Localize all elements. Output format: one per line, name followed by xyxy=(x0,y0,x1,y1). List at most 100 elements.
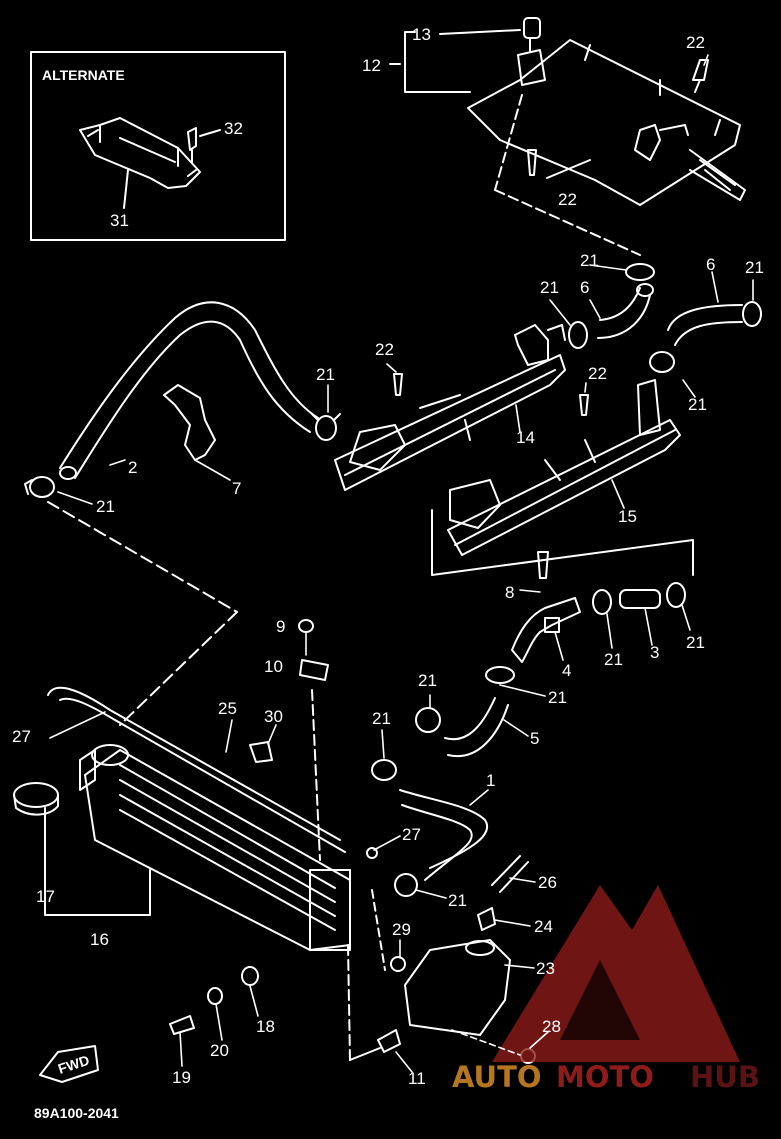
bolt-22-cover xyxy=(527,149,537,176)
callout-6-a: 6 xyxy=(580,278,589,297)
callout-21-g: 21 xyxy=(604,650,623,669)
cap-29-drawing xyxy=(390,956,406,972)
watermark-part-2: MOTO xyxy=(556,1060,654,1094)
hose-26-drawing xyxy=(491,855,529,893)
callout-13: 13 xyxy=(412,25,431,44)
hose-1-drawing xyxy=(399,789,488,881)
callout-17: 17 xyxy=(36,887,55,906)
callout-22-pipe14: 22 xyxy=(375,340,394,359)
washer-10-drawing xyxy=(299,659,329,681)
fwd-arrow: FWD xyxy=(39,1045,99,1083)
callout-7: 7 xyxy=(232,479,241,498)
reservoir-23-drawing xyxy=(404,939,511,1036)
callout-28: 28 xyxy=(542,1017,561,1036)
alternate-inset: ALTERNATE xyxy=(30,51,286,241)
callout-21-i: 21 xyxy=(418,671,437,690)
callout-2: 2 xyxy=(128,458,137,477)
callout-15: 15 xyxy=(618,507,637,526)
hose-6-b xyxy=(667,304,743,346)
callout-14: 14 xyxy=(516,428,535,447)
callout-20: 20 xyxy=(210,1041,229,1060)
callout-18: 18 xyxy=(256,1017,275,1036)
leader-lines xyxy=(49,54,754,1073)
callout-30: 30 xyxy=(264,707,283,726)
callout-31: 31 xyxy=(110,211,129,230)
callout-bracket-15 xyxy=(431,509,694,576)
joint-4-drawing xyxy=(511,597,581,663)
watermark-text: AUTO MOTO HUB xyxy=(452,1060,760,1094)
watermark-part-1: AUTO xyxy=(452,1060,542,1094)
callout-21-b: 21 xyxy=(540,278,559,297)
damper-18-drawing xyxy=(241,966,259,986)
watermark-part-3: HUB xyxy=(690,1060,760,1094)
callout-21-f: 21 xyxy=(96,497,115,516)
callout-21-a: 21 xyxy=(580,251,599,270)
bolt-11-drawing xyxy=(377,1029,401,1053)
clamp-21-left xyxy=(24,476,55,498)
callout-25: 25 xyxy=(218,699,237,718)
radiator-16-drawing xyxy=(79,744,351,951)
pipe-15-drawing xyxy=(447,379,681,556)
clamp-21-pipe14 xyxy=(311,413,341,441)
callout-12: 12 xyxy=(362,56,381,75)
callout-27-b: 27 xyxy=(402,825,421,844)
clamp-21-3 xyxy=(666,582,686,608)
callout-22-top: 22 xyxy=(686,33,705,52)
drawing-code: 89A100-2041 xyxy=(34,1105,119,1121)
grommet-30-drawing xyxy=(249,741,273,763)
clamp-21-6b xyxy=(625,263,655,281)
pipe-14-drawing xyxy=(334,324,566,491)
clamp-21-6c xyxy=(742,301,762,327)
callout-1: 1 xyxy=(486,771,495,790)
callout-9: 9 xyxy=(276,617,285,636)
callout-8: 8 xyxy=(505,583,514,602)
cap-17-drawing xyxy=(13,782,59,816)
clamp-21-6a xyxy=(568,321,588,349)
callout-21-e: 21 xyxy=(316,365,335,384)
bolt-8-drawing xyxy=(537,551,549,579)
bolt-22-top xyxy=(692,59,709,93)
clamp-21-6d xyxy=(649,351,675,373)
clamp-21-5b xyxy=(415,707,441,733)
callout-21-j: 21 xyxy=(548,688,567,707)
bolt-22-pipe14 xyxy=(393,373,403,396)
callout-32: 32 xyxy=(224,119,243,138)
bolt-19-drawing xyxy=(169,1015,195,1035)
callout-11: 11 xyxy=(408,1069,426,1088)
callout-27-a: 27 xyxy=(12,727,31,746)
callout-bracket-16 xyxy=(44,807,151,916)
inset-title: ALTERNATE xyxy=(42,67,125,83)
callout-21-h: 21 xyxy=(686,633,705,652)
hose-2-drawing xyxy=(59,301,319,480)
callout-16: 16 xyxy=(90,930,109,949)
clip-27b-drawing xyxy=(366,847,378,859)
callout-22-cover: 22 xyxy=(558,190,577,209)
callout-23: 23 xyxy=(536,959,555,978)
bolt-22-pipe15 xyxy=(579,394,589,416)
callout-22-pipe15: 22 xyxy=(588,364,607,383)
callout-3: 3 xyxy=(650,643,659,662)
collar-20-drawing xyxy=(207,987,223,1005)
callout-19: 19 xyxy=(172,1068,191,1087)
callout-24: 24 xyxy=(534,917,553,936)
bracket-31-drawing xyxy=(79,117,201,189)
clamp-21-4 xyxy=(592,589,612,615)
hose-5-drawing xyxy=(444,697,509,758)
watermark-logo xyxy=(492,885,740,1062)
cover-plate-drawing xyxy=(467,39,746,206)
overflow-hose-25 xyxy=(47,686,346,853)
callout-6-b: 6 xyxy=(706,255,715,274)
callout-bracket-12 xyxy=(389,31,471,93)
bolt-9-drawing xyxy=(298,619,314,633)
bracket-7-drawing xyxy=(163,384,216,461)
callout-21-k: 21 xyxy=(372,709,391,728)
fitting-13-drawing xyxy=(517,17,546,86)
callout-21-c: 21 xyxy=(745,258,764,277)
callout-29: 29 xyxy=(392,920,411,939)
bolt-32-drawing xyxy=(187,127,221,163)
clamp-21-1a xyxy=(371,759,397,781)
callout-26: 26 xyxy=(538,873,557,892)
callout-21-d: 21 xyxy=(688,395,707,414)
callout-21-l: 21 xyxy=(448,891,467,910)
